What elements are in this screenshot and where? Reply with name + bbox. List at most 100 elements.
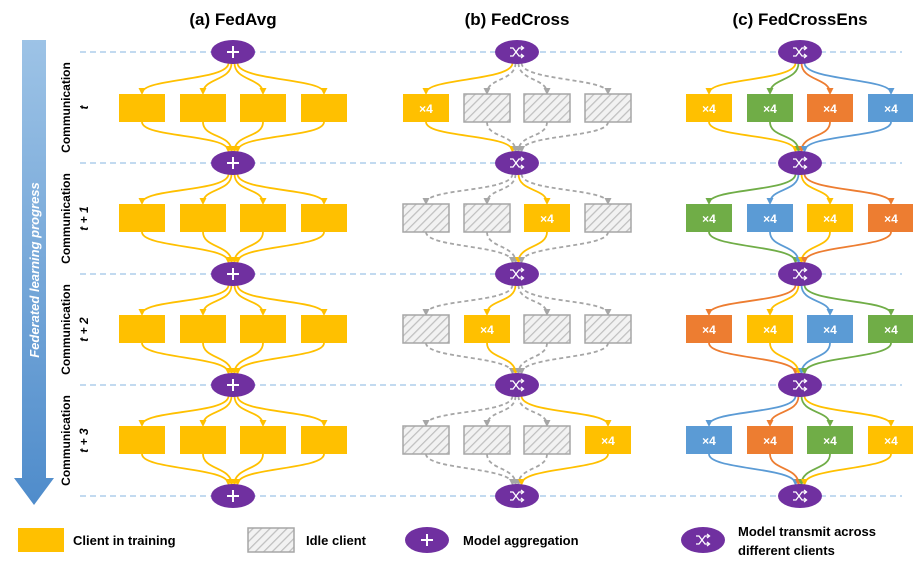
- transmit-hub-shuffle-icon: [778, 151, 822, 175]
- client-multiplier-label: ×4: [763, 102, 777, 116]
- return-arrow: [708, 342, 799, 375]
- return-arrow: [518, 453, 609, 486]
- transmit-arrow: [705, 284, 797, 316]
- return-arrow: [141, 231, 232, 264]
- panel-title-fedavg: (a) FedAvg: [189, 10, 276, 29]
- client-training-box: [747, 315, 793, 343]
- transmit-arrow: [520, 284, 612, 316]
- transmit-arrow: [422, 62, 514, 95]
- transmit-arrow: [199, 62, 233, 95]
- client-multiplier-label: ×4: [884, 102, 898, 116]
- return-arrow: [518, 342, 609, 375]
- client-training-box: [180, 315, 226, 343]
- client-boxes: ×4×4×4×4×4×4×4×4×4×4×4×4×4×4×4×4×4×4×4×4: [119, 93, 913, 455]
- transmit-arrow: [800, 284, 834, 316]
- return-arrow: [234, 231, 325, 264]
- client-training-box: [807, 94, 853, 122]
- client-training-box: [301, 204, 347, 232]
- transmit-arrow: [705, 62, 797, 95]
- legend-idle-swatch: [247, 527, 295, 553]
- legend-training-swatch: [18, 528, 64, 552]
- legend-aggregation-icon: [405, 527, 449, 553]
- transmit-arrow: [199, 173, 233, 205]
- return-arrow: [769, 121, 802, 153]
- transmit-arrow: [422, 395, 514, 427]
- legend: Client in training Idle client Model agg…: [18, 524, 876, 558]
- return-arrow: [141, 121, 232, 153]
- return-arrow: [708, 453, 799, 486]
- client-training-box: [868, 426, 913, 454]
- transmit-arrow: [233, 173, 267, 205]
- transmit-arrow: [705, 395, 797, 427]
- client-training-box: [180, 204, 226, 232]
- transmit-arrow: [233, 62, 267, 95]
- transmit-hub-shuffle-icon: [778, 40, 822, 64]
- return-arrow: [769, 231, 802, 264]
- hub-nodes: [211, 40, 822, 508]
- client-training-box: [119, 94, 165, 122]
- legend-aggregation-label: Model aggregation: [463, 533, 579, 548]
- transmit-arrow: [422, 173, 514, 205]
- client-multiplier-label: ×4: [823, 323, 837, 337]
- return-arrow: [518, 231, 609, 264]
- client-training-box: [807, 204, 853, 232]
- transmit-arrow: [138, 284, 230, 316]
- transmit-hub-shuffle-icon: [495, 151, 539, 175]
- transmit-arrow: [766, 62, 800, 95]
- transmit-arrow: [199, 284, 233, 316]
- return-arrow: [202, 342, 235, 375]
- client-training-box: [868, 94, 913, 122]
- transmit-arrow: [517, 62, 551, 95]
- client-idle-box: [584, 314, 632, 344]
- transmit-arrow: [236, 62, 328, 95]
- return-arrow: [801, 342, 892, 375]
- client-idle-box: [402, 314, 450, 344]
- aggregation-hub-plus-icon: [211, 151, 255, 175]
- return-arrow: [425, 453, 516, 486]
- client-training-box: [686, 204, 732, 232]
- client-multiplier-label: ×4: [763, 212, 777, 226]
- return-arrow: [425, 121, 516, 153]
- client-training-box: [403, 94, 449, 122]
- client-training-box: [868, 315, 913, 343]
- client-multiplier-label: ×4: [823, 102, 837, 116]
- transmit-arrow: [483, 284, 517, 316]
- client-training-box: [686, 315, 732, 343]
- transmit-hub-shuffle-icon: [778, 484, 822, 508]
- client-training-box: [301, 94, 347, 122]
- transmit-arrow: [138, 395, 230, 427]
- transmit-arrow: [517, 284, 551, 316]
- client-multiplier-label: ×4: [884, 323, 898, 337]
- transmit-arrow: [766, 173, 800, 205]
- return-arrow: [486, 231, 519, 264]
- client-training-box: [119, 315, 165, 343]
- transmit-hub-shuffle-icon: [495, 262, 539, 286]
- round-label-var: t + 1: [77, 206, 91, 231]
- panel-title-fedcrossens: (c) FedCrossEns: [732, 10, 867, 29]
- client-multiplier-label: ×4: [480, 323, 494, 337]
- client-idle-box: [584, 93, 632, 123]
- client-multiplier-label: ×4: [601, 434, 615, 448]
- transmit-hub-shuffle-icon: [495, 484, 539, 508]
- legend-idle-label: Idle client: [306, 533, 367, 548]
- transmit-hub-shuffle-icon: [778, 262, 822, 286]
- return-arrow: [234, 342, 325, 375]
- return-arrow: [234, 121, 325, 153]
- legend-training-label: Client in training: [73, 533, 176, 548]
- transmit-arrow: [483, 173, 517, 205]
- transmit-arrow: [800, 395, 834, 427]
- client-training-box: [686, 94, 732, 122]
- transmit-arrow: [766, 284, 800, 316]
- return-arrow: [486, 453, 519, 486]
- client-training-box: [464, 315, 510, 343]
- return-arrow: [425, 342, 516, 375]
- client-multiplier-label: ×4: [702, 434, 716, 448]
- client-multiplier-label: ×4: [540, 212, 554, 226]
- client-training-box: [240, 426, 286, 454]
- transmit-arrow: [803, 284, 895, 316]
- round-label-word: Communication: [59, 173, 73, 264]
- transmit-arrow: [236, 173, 328, 205]
- client-training-box: [301, 426, 347, 454]
